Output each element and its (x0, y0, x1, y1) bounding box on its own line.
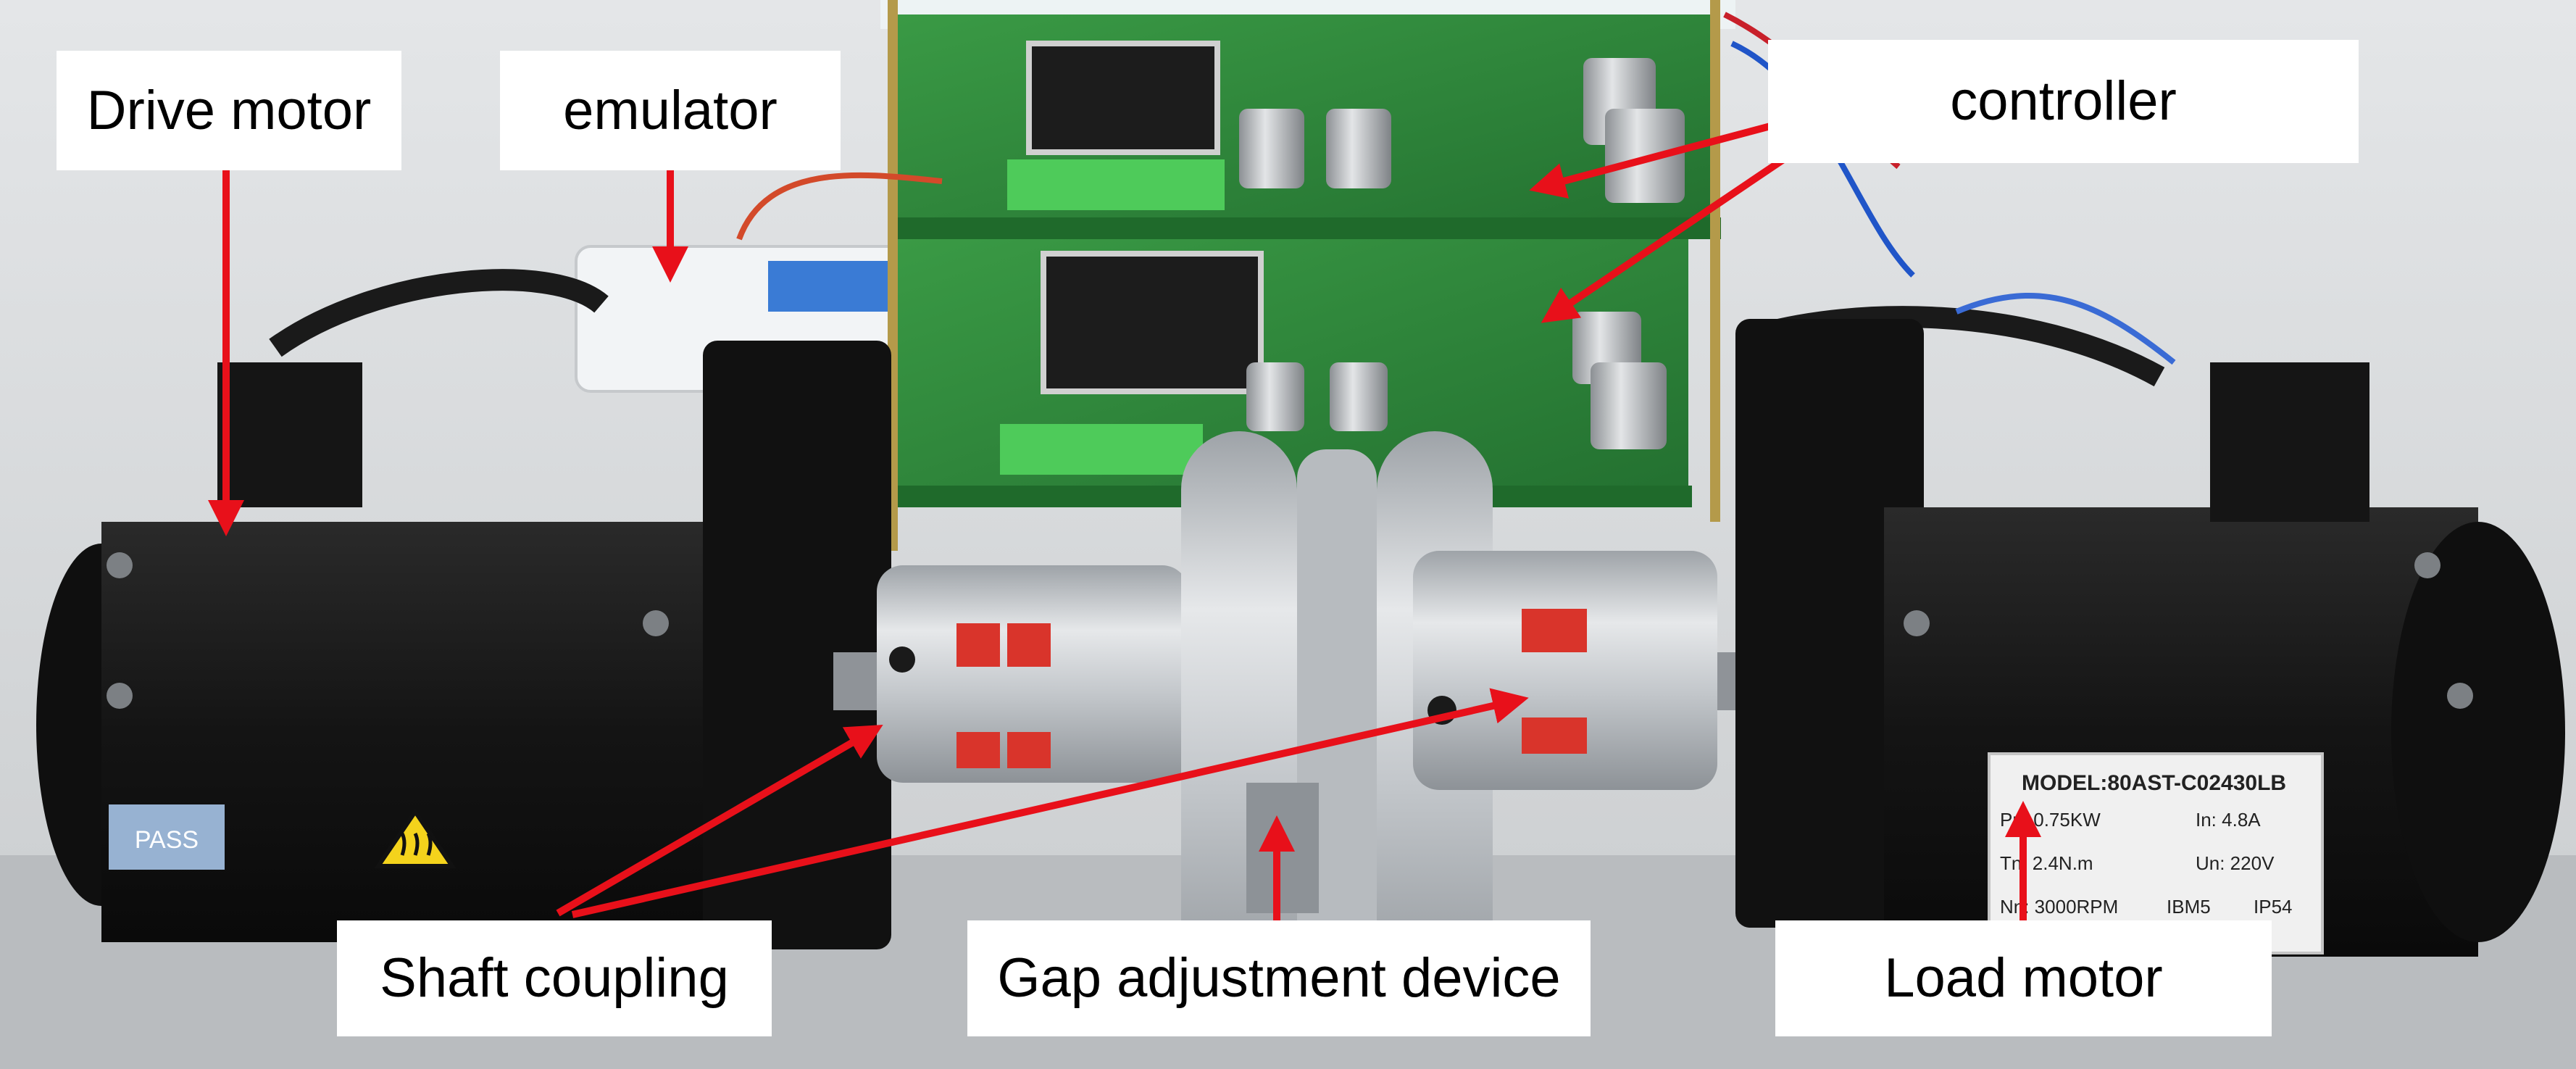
nameplate-nn: Nn: 3000RPM (2000, 896, 2118, 918)
nameplate-in: In: 4.8A (2196, 809, 2261, 831)
nameplate-ip: IP54 (2254, 896, 2293, 918)
pass-sticker-text: PASS (135, 826, 199, 854)
nameplate-ibm: IBM5 (2167, 896, 2211, 918)
nameplate-model: MODEL:80AST-C02430LB (2022, 771, 2286, 795)
label-emulator: emulator (500, 51, 841, 170)
label-gap-adjustment-device: Gap adjustment device (967, 920, 1591, 1036)
nameplate-tn: Tn: 2.4N.m (2000, 852, 2093, 874)
load-motor: MODEL:80AST-C02430LB Pn: 0.75KW In: 4.8A… (1735, 319, 2565, 957)
controller-pcb-stack (880, 0, 1735, 551)
label-shaft-coupling: Shaft coupling (337, 920, 772, 1036)
annotation-arrows (208, 94, 2041, 920)
hot-surface-warning-icon (374, 807, 457, 868)
nameplate-un: Un: 220V (2196, 852, 2275, 874)
label-drive-motor: Drive motor (57, 51, 401, 170)
motor-nameplate: MODEL:80AST-C02430LB Pn: 0.75KW In: 4.8A… (1988, 752, 2324, 954)
label-load-motor: Load motor (1775, 920, 2272, 1036)
arrow-shaft-coupling-left (556, 724, 883, 917)
drive-motor: PASS (36, 341, 891, 949)
nameplate-pn: Pn: 0.75KW (2000, 809, 2101, 831)
coupling-assembly (833, 431, 1790, 1026)
label-controller: controller (1768, 40, 2359, 163)
arrow-shaft-coupling-right (571, 688, 1529, 918)
